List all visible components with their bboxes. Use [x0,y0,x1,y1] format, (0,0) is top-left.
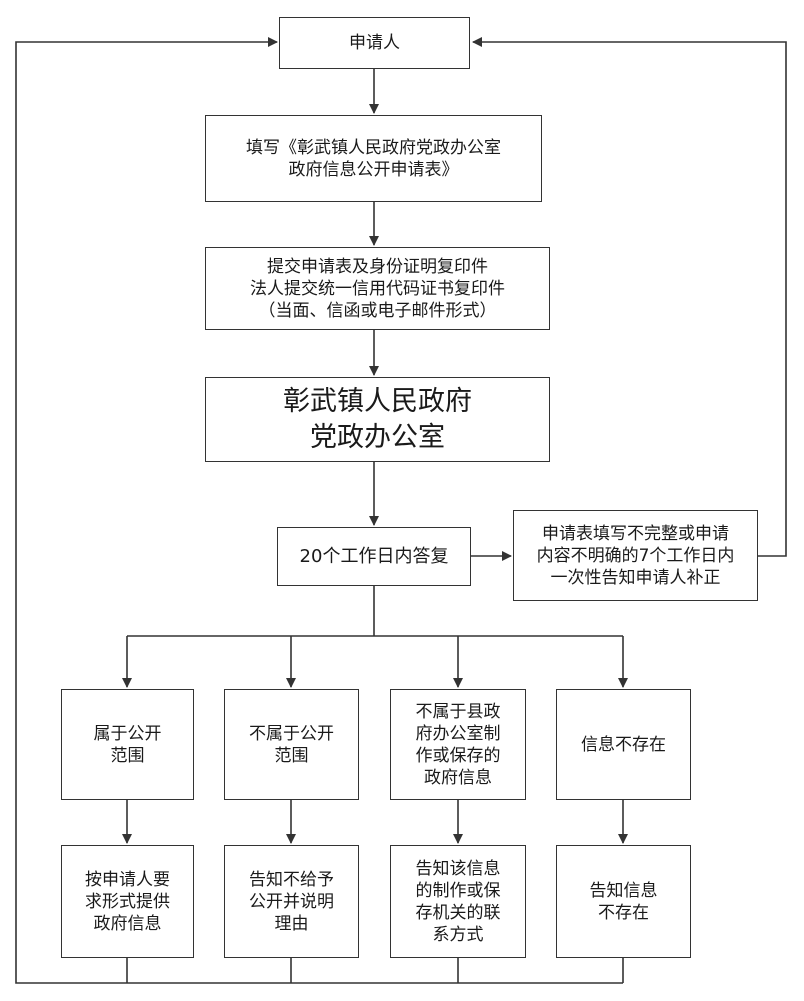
node-text-line: 政府信息公开申请表》 [288,159,459,180]
node-fill-form: 填写《彰武镇人民政府党政办公室政府信息公开申请表》 [205,115,542,202]
node-res-public: 按申请人要求形式提供政府信息 [61,845,194,958]
node-text-line: 按申请人要 [85,869,170,890]
node-text-line: 系方式 [432,924,484,945]
node-text-line: 一次性告知申请人补正 [550,567,721,588]
node-text-line: 20个工作日内答复 [299,546,449,567]
node-text-line: 求形式提供 [85,891,170,912]
node-text-line: 提交申请表及身份证明复印件 [267,256,488,277]
node-text-line: 信息不存在 [581,734,666,755]
node-text-line: 政府信息 [424,767,492,788]
loop-results-to-applicant [15,37,623,984]
node-office: 彰武镇人民政府党政办公室 [205,377,550,462]
node-res-other: 告知该信息的制作或保存机关的联系方式 [390,845,526,958]
node-submit: 提交申请表及身份证明复印件法人提交统一信用代码证书复印件（当面、信函或电子邮件形… [205,247,550,330]
loop-correction-to-applicant [472,37,787,557]
node-cat-other: 不属于县政府办公室制作或保存的政府信息 [390,689,526,800]
node-text-line: 不存在 [598,902,649,923]
node-correction: 申请表填写不完整或申请内容不明确的7个工作日内一次性告知申请人补正 [513,510,758,601]
node-text-line: 政府信息 [93,913,162,934]
node-text-line: 党政办公室 [310,421,445,453]
node-applicant: 申请人 [279,17,470,69]
node-text-line: 公开并说明 [249,891,334,912]
node-reply: 20个工作日内答复 [277,527,471,586]
node-text-line: （当面、信函或电子邮件形式） [258,300,497,321]
node-text-line: 填写《彰武镇人民政府党政办公室 [246,137,501,158]
node-text-line: 内容不明确的7个工作日内 [536,545,735,566]
node-cat-none: 信息不存在 [556,689,691,800]
node-cat-nonpublic: 不属于公开范围 [224,689,359,800]
node-text-line: 告知不给予 [249,869,334,890]
node-text-line: 作或保存的 [415,745,501,766]
node-text-line: 法人提交统一信用代码证书复印件 [250,278,505,299]
node-text-line: 申请人 [349,33,400,53]
node-text-line: 范围 [274,745,309,766]
node-res-none: 告知信息不存在 [556,845,691,958]
node-text-line: 申请表填写不完整或申请 [541,523,729,544]
node-res-nonpublic: 告知不给予公开并说明理由 [224,845,359,958]
node-text-line: 府办公室制 [415,723,501,744]
node-text-line: 属于公开 [93,723,162,744]
node-cat-public: 属于公开范围 [61,689,194,800]
node-text-line: 不属于公开 [249,723,334,744]
node-text-line: 存机关的联 [415,902,501,923]
node-text-line: 告知该信息 [415,858,501,879]
node-text-line: 范围 [110,745,145,766]
node-text-line: 不属于县政 [415,701,501,722]
node-text-line: 告知信息 [589,880,658,901]
node-text-line: 的制作或保 [415,880,501,901]
node-text-line: 理由 [274,913,309,934]
node-text-line: 彰武镇人民政府 [283,385,472,417]
